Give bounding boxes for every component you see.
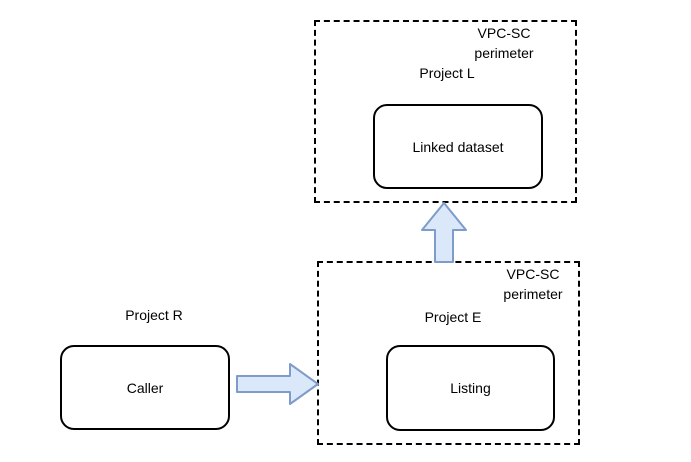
perimeter-bottom-label: VPC-SC perimeter bbox=[503, 266, 563, 302]
arrow-caller-to-listing bbox=[236, 361, 320, 407]
right-arrow-shape bbox=[236, 363, 319, 405]
project-e-label: Project E bbox=[424, 309, 482, 325]
perimeter-top-label: VPC-SC perimeter bbox=[474, 25, 534, 61]
listing-node-label: Listing bbox=[450, 380, 491, 396]
up-arrow-icon bbox=[421, 202, 467, 263]
linked-dataset-node: Linked dataset bbox=[373, 104, 543, 189]
linked-dataset-node-label: Linked dataset bbox=[412, 138, 504, 155]
vpc-sc-perimeter-bottom: VPC-SC perimeter Project E Listing bbox=[317, 261, 580, 445]
up-arrow-shape bbox=[421, 202, 467, 263]
caller-node: Caller bbox=[60, 345, 230, 430]
project-r-label: Project R bbox=[125, 307, 183, 323]
caller-node-label: Caller bbox=[126, 379, 164, 396]
vpc-sc-perimeter-top: VPC-SC perimeter Project L Linked datase… bbox=[314, 20, 577, 203]
listing-node: Listing bbox=[386, 345, 555, 431]
right-arrow-icon bbox=[236, 363, 319, 405]
arrow-listing-to-linked-dataset bbox=[421, 202, 467, 263]
project-l-label: Project L bbox=[419, 65, 475, 81]
